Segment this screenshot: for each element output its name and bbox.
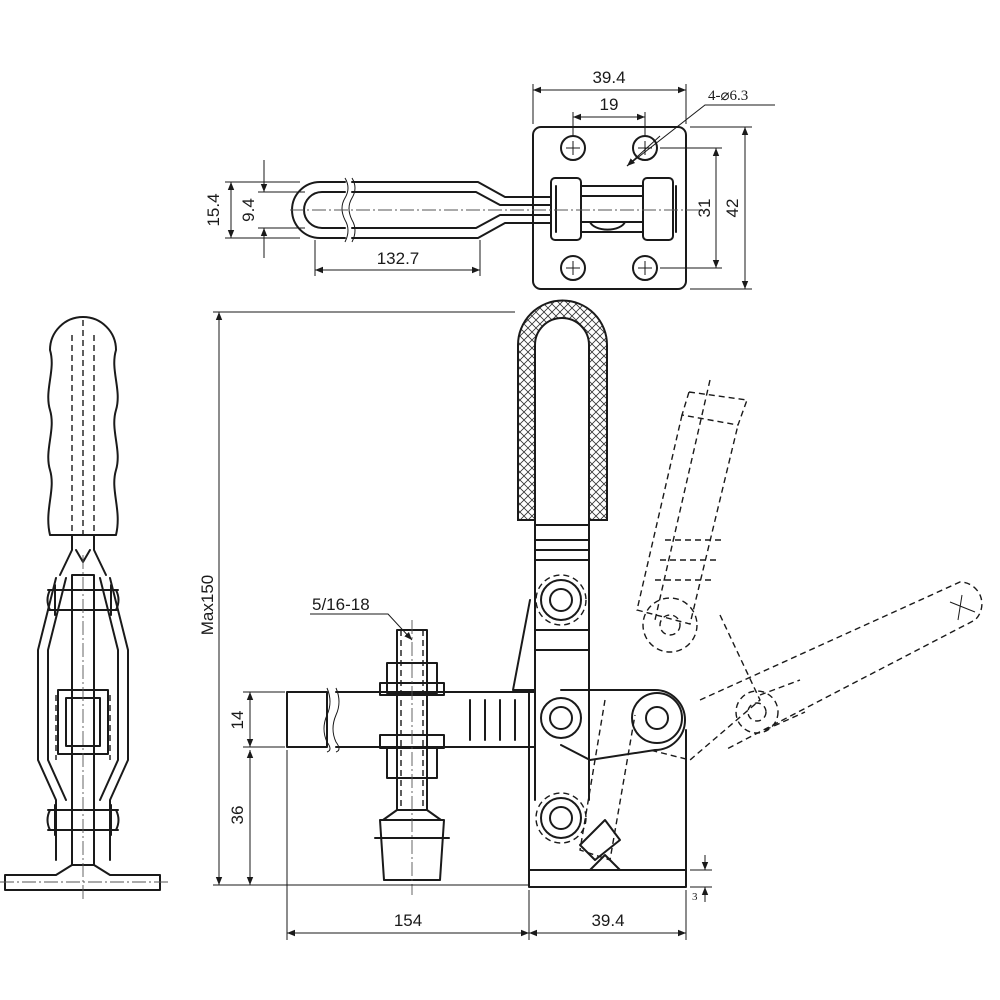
- dim-reach: 154: [394, 911, 422, 930]
- hole-callout: 4-⌀6.3: [708, 88, 748, 104]
- dim-handle-outer: 15.4: [204, 193, 223, 226]
- dim-spindle-height: 36: [228, 806, 247, 825]
- dim-base-depth: 42: [723, 199, 742, 218]
- base-bracket: [528, 689, 687, 871]
- dim-base-thickness: 3: [692, 891, 698, 903]
- top-view: 39.4 19 4-⌀6.3 31 42 15.4 9.4 132.7: [204, 68, 775, 290]
- dim-top-width: 39.4: [592, 68, 625, 87]
- dim-max-height: Max150: [198, 575, 217, 635]
- dim-bar-thickness: 14: [228, 711, 247, 730]
- dim-base-hole-spacing: 31: [695, 199, 714, 218]
- dim-handle-inner: 9.4: [239, 198, 258, 222]
- mount-hole: [560, 255, 586, 281]
- thread-callout: 5/16-18: [312, 595, 370, 614]
- front-view: Max150 14 36 154 39.4 3 5/16-18: [198, 299, 983, 940]
- dim-base-width: 39.4: [591, 911, 624, 930]
- spindle-tip: [379, 819, 445, 881]
- handle-grip: [47, 316, 119, 536]
- dim-handle-length: 132.7: [377, 249, 420, 268]
- phantom-handle-open: [579, 379, 983, 861]
- base-plate-top: [532, 126, 687, 290]
- end-view: [0, 316, 170, 900]
- dim-hole-spacing: 19: [600, 95, 619, 114]
- mount-hole: [632, 255, 658, 281]
